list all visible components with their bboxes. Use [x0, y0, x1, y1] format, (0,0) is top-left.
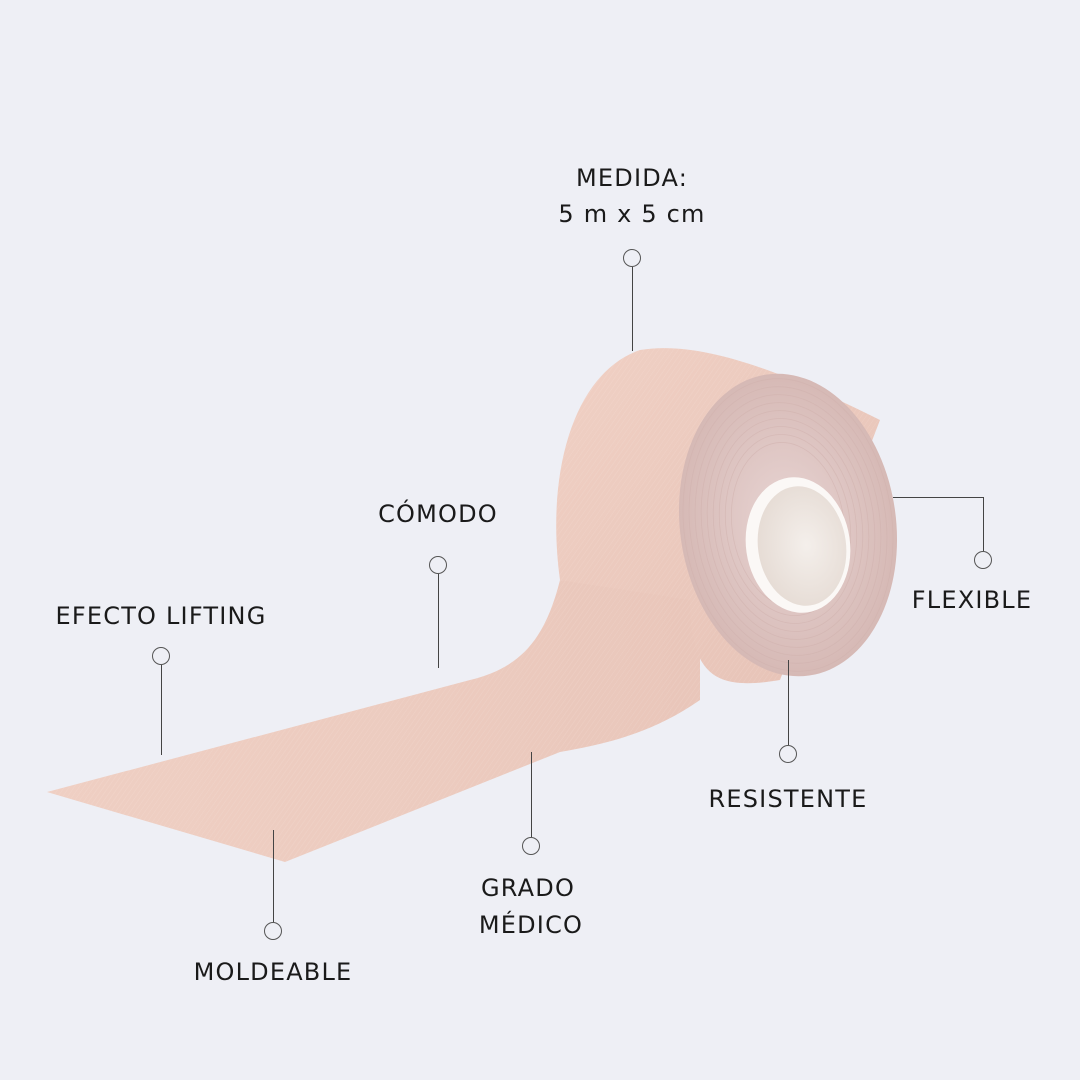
moldeable-callout-line — [273, 830, 274, 922]
efecto-lifting-label: EFECTO LIFTING — [55, 602, 267, 630]
efecto-lifting-callout-line — [161, 665, 162, 755]
comodo-callout-dot — [429, 556, 447, 574]
medida-value: 5 m x 5 cm — [558, 200, 706, 228]
moldeable-label: MOLDEABLE — [193, 958, 353, 986]
comodo-callout-line — [438, 574, 439, 668]
comodo-label: CÓMODO — [378, 500, 498, 528]
medida-callout-dot — [623, 249, 641, 267]
flexible-callout-hline — [893, 497, 983, 498]
resistente-callout-dot — [779, 745, 797, 763]
flexible-callout-dot — [974, 551, 992, 569]
medida-title: MEDIDA: — [576, 164, 688, 192]
resistente-label: RESISTENTE — [708, 785, 868, 813]
grado-medico-label-line2: MÉDICO — [478, 911, 584, 939]
flexible-callout-vline — [983, 497, 984, 551]
flexible-label: FLEXIBLE — [911, 586, 1033, 614]
efecto-lifting-callout-dot — [152, 647, 170, 665]
medida-callout-line — [632, 267, 633, 351]
moldeable-callout-dot — [264, 922, 282, 940]
grado-medico-callout-dot — [522, 837, 540, 855]
grado-medico-label-line1: GRADO — [480, 874, 576, 902]
grado-medico-callout-line — [531, 752, 532, 837]
resistente-callout-line — [788, 660, 789, 745]
